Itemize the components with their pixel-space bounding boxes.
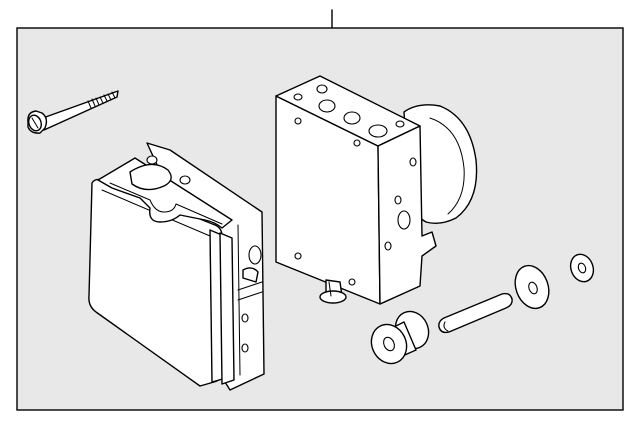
control-module-icon[interactable] <box>88 142 265 391</box>
washer-small-icon[interactable] <box>567 251 597 285</box>
washer-large-icon[interactable] <box>509 261 554 313</box>
pin-icon[interactable] <box>438 292 513 334</box>
grommet-icon[interactable] <box>365 306 434 369</box>
bolt-icon[interactable] <box>27 90 119 134</box>
hydraulic-unit-icon[interactable] <box>275 75 478 305</box>
